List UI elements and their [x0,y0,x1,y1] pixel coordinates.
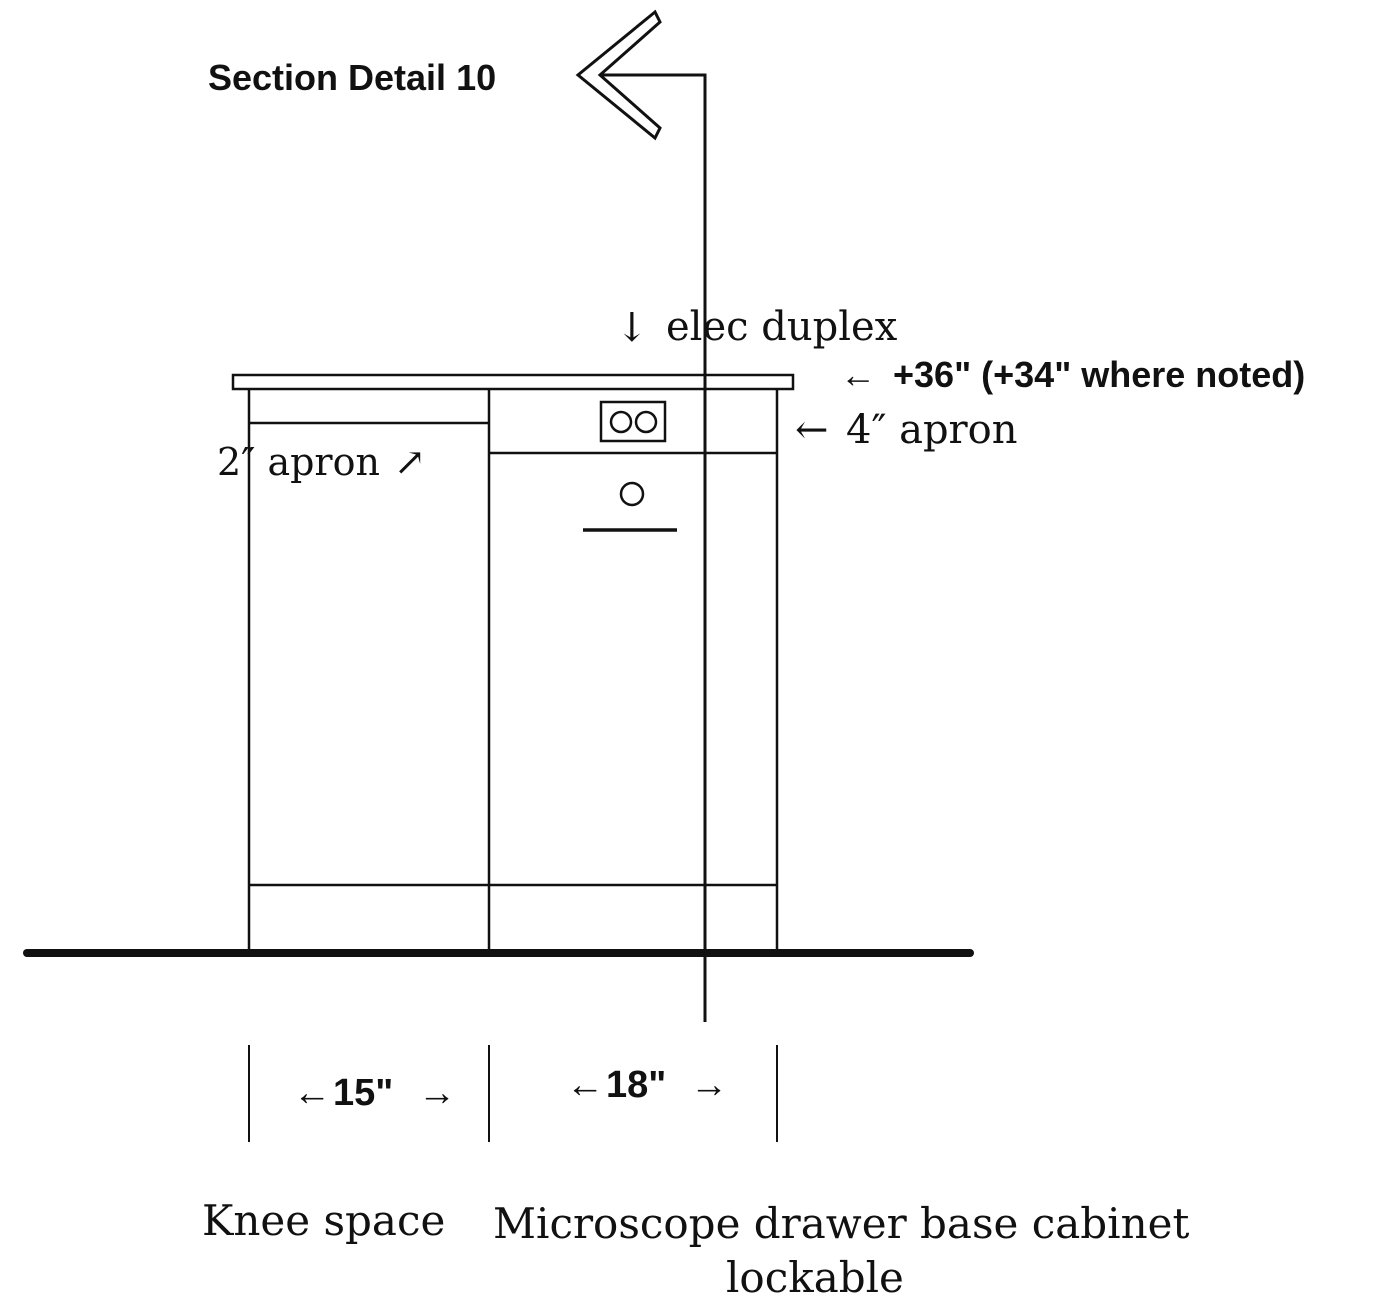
knee-space-width: 15" [333,1072,393,1114]
left-arrow-icon: ← [293,1072,331,1114]
apron-2-label: 2″ apron [217,440,380,484]
right-arrow-icon: → [418,1072,456,1114]
elec-duplex-label: elec duplex [666,304,898,350]
drawer-cabinet-unit [489,389,779,952]
cabinet-label-line2: lockable [726,1253,904,1302]
apron-4-label: 4″ apron [846,407,1018,453]
apron-2-annotation: 2″ apron ↗ [217,440,426,484]
left-arrow-icon: ← [795,407,829,453]
up-right-arrow-icon: ↗ [394,440,426,484]
duplex-outlet-icon [599,400,667,443]
apron-4-annotation: ← 4″ apron [795,407,1018,453]
knee-space-unit [247,389,489,952]
section-cut-line [600,73,707,1022]
section-detail-title: Section Detail 10 [208,57,496,98]
cabinet-width: 18" [606,1064,666,1106]
counter-height-annotation: ← +36" (+34" where noted) [840,354,1305,395]
section-chevron-icon [575,9,662,141]
elec-duplex-annotation: ↓ elec duplex [615,304,898,351]
section-marker: Section Detail 10 [208,9,707,1022]
dimension-marks: ← 15" → ← 18" → [248,1045,778,1142]
cabinet-label-line1: Microscope drawer base cabinet [493,1199,1189,1248]
counter-height-label: +36" (+34" where noted) [893,354,1305,395]
drawer-knob-icon [619,481,645,507]
knee-space-label: Knee space [202,1196,445,1245]
countertop [231,373,795,391]
left-arrow-icon: ← [566,1064,604,1106]
left-arrow-icon: ← [840,354,876,395]
right-arrow-icon: → [690,1064,728,1106]
down-arrow-icon: ↓ [615,305,649,351]
